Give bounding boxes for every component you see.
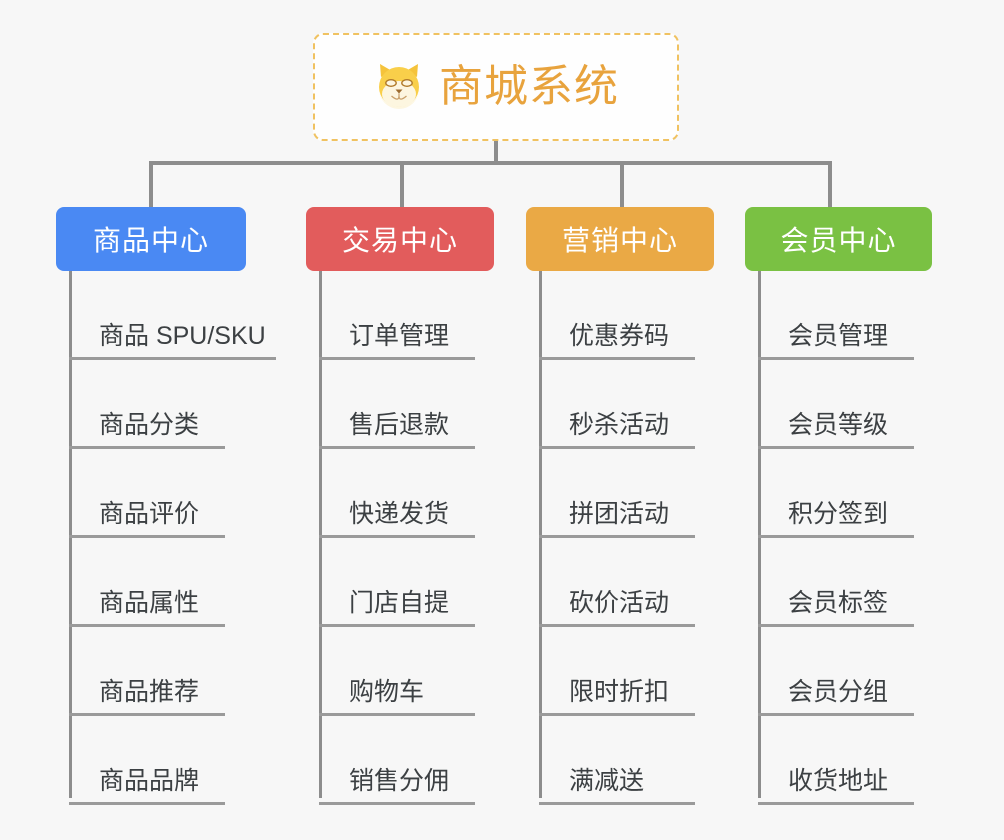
leaf-item[interactable]: 秒杀活动 (539, 360, 695, 449)
branch-header-label: 营销中心 (561, 225, 678, 256)
leaf-item-label: 会员分组 (758, 678, 914, 716)
leaf-item-label: 商品推荐 (69, 678, 225, 716)
connector-bar (149, 161, 832, 165)
connector-drop-2 (400, 161, 404, 207)
leaf-item-label: 限时折扣 (539, 678, 695, 716)
leaf-item-label: 积分签到 (758, 500, 914, 538)
branch-header-1[interactable]: 商品中心 (56, 207, 246, 271)
branch-leaf-list-4: 会员管理会员等级积分签到会员标签会员分组收货地址 (758, 271, 914, 805)
leaf-item-label: 销售分佣 (319, 767, 475, 805)
branch-header-2[interactable]: 交易中心 (306, 207, 494, 271)
leaf-item[interactable]: 快递发货 (319, 449, 475, 538)
branch-header-4[interactable]: 会员中心 (745, 207, 932, 271)
leaf-item[interactable]: 售后退款 (319, 360, 475, 449)
leaf-item-label: 会员等级 (758, 411, 914, 449)
connector-drop-3 (620, 161, 624, 207)
leaf-item-label: 商品 SPU/SKU (69, 322, 276, 360)
leaf-item[interactable]: 会员分组 (758, 627, 914, 716)
leaf-item[interactable]: 满减送 (539, 716, 695, 805)
connector-stem (494, 141, 498, 164)
branch-spine-2 (319, 271, 322, 798)
branch-spine-3 (539, 271, 542, 798)
leaf-item[interactable]: 积分签到 (758, 449, 914, 538)
branch-header-label: 交易中心 (341, 225, 458, 256)
leaf-item[interactable]: 会员标签 (758, 538, 914, 627)
leaf-item-label: 拼团活动 (539, 500, 695, 538)
leaf-item[interactable]: 商品分类 (69, 360, 276, 449)
leaf-item[interactable]: 砍价活动 (539, 538, 695, 627)
leaf-item-label: 门店自提 (319, 589, 475, 627)
branch-column-1: 商品中心商品 SPU/SKU 商品分类商品评价商品属性商品推荐商品品牌 (56, 207, 276, 805)
branch-column-4: 会员中心会员管理会员等级积分签到会员标签会员分组收货地址 (745, 207, 932, 805)
leaf-item-label: 购物车 (319, 678, 475, 716)
branch-spine-1 (69, 271, 72, 798)
branch-header-label: 商品中心 (92, 225, 209, 256)
branch-column-2: 交易中心订单管理售后退款快递发货门店自提购物车销售分佣 (306, 207, 494, 805)
leaf-item[interactable]: 商品评价 (69, 449, 276, 538)
root-title: 商城系统 (439, 62, 619, 111)
branch-leaf-list-2: 订单管理售后退款快递发货门店自提购物车销售分佣 (319, 271, 475, 805)
connector-drop-1 (149, 161, 153, 207)
leaf-item-label: 订单管理 (319, 322, 475, 360)
leaf-item-label: 商品属性 (69, 589, 225, 627)
leaf-item-label: 收货地址 (758, 767, 914, 805)
leaf-item[interactable]: 订单管理 (319, 271, 475, 360)
leaf-item-label: 秒杀活动 (539, 411, 695, 449)
leaf-item[interactable]: 优惠券码 (539, 271, 695, 360)
leaf-item-label: 商品评价 (69, 500, 225, 538)
leaf-item[interactable]: 商品属性 (69, 538, 276, 627)
leaf-item-label: 快递发货 (319, 500, 475, 538)
leaf-item[interactable]: 商品品牌 (69, 716, 276, 805)
leaf-item-label: 优惠券码 (539, 322, 695, 360)
leaf-item[interactable]: 限时折扣 (539, 627, 695, 716)
leaf-item[interactable]: 商品 SPU/SKU (69, 271, 276, 360)
leaf-item[interactable]: 商品推荐 (69, 627, 276, 716)
branch-leaf-list-3: 优惠券码秒杀活动拼团活动砍价活动限时折扣满减送 (539, 271, 695, 805)
leaf-item-label: 满减送 (539, 767, 695, 805)
leaf-item[interactable]: 会员等级 (758, 360, 914, 449)
leaf-item[interactable]: 拼团活动 (539, 449, 695, 538)
leaf-item-label: 售后退款 (319, 411, 475, 449)
branch-header-label: 会员中心 (780, 225, 897, 256)
root-node[interactable]: 商城系统 (313, 33, 679, 141)
branch-column-3: 营销中心优惠券码秒杀活动拼团活动砍价活动限时折扣满减送 (526, 207, 714, 805)
leaf-item-label: 会员管理 (758, 322, 914, 360)
connector-drop-4 (828, 161, 832, 207)
leaf-item-label: 商品品牌 (69, 767, 225, 805)
leaf-item-label: 会员标签 (758, 589, 914, 627)
shiba-dog-face-icon (373, 61, 425, 113)
leaf-item[interactable]: 会员管理 (758, 271, 914, 360)
branch-spine-4 (758, 271, 761, 798)
leaf-item[interactable]: 门店自提 (319, 538, 475, 627)
leaf-item[interactable]: 销售分佣 (319, 716, 475, 805)
branch-leaf-list-1: 商品 SPU/SKU 商品分类商品评价商品属性商品推荐商品品牌 (69, 271, 276, 805)
leaf-item-label: 砍价活动 (539, 589, 695, 627)
leaf-item[interactable]: 收货地址 (758, 716, 914, 805)
branch-header-3[interactable]: 营销中心 (526, 207, 714, 271)
leaf-item-label: 商品分类 (69, 411, 225, 449)
leaf-item[interactable]: 购物车 (319, 627, 475, 716)
